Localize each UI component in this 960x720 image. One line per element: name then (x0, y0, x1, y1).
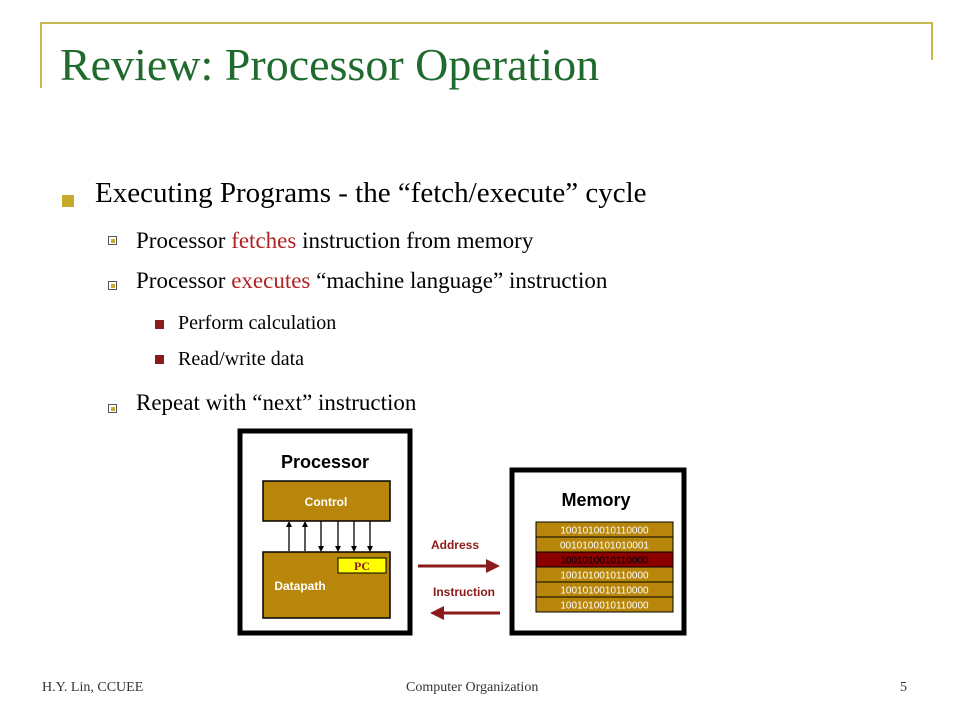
checkbox-bullet (108, 404, 117, 413)
highlight-word: fetches (231, 228, 297, 253)
address-label: Address (431, 538, 479, 552)
footer-page-number: 5 (900, 680, 907, 695)
sub-bullet-text: instruction from memory (296, 228, 534, 253)
sub-bullet-text: Processor (136, 268, 232, 293)
control-box (262, 480, 391, 522)
processor-label: Processor (281, 452, 369, 472)
slide-title: Review: Processor Operation (60, 39, 600, 90)
subsub-bullet-rw: Read/write data (178, 348, 305, 370)
bullet-square (62, 195, 74, 207)
checkbox-bullet (108, 236, 117, 245)
sub-bullet-fetch: Processor fetches instruction from memor… (136, 228, 533, 254)
datapath-label: Datapath (274, 579, 325, 593)
square-bullet (155, 320, 164, 329)
memory-word-cell (535, 596, 674, 613)
address-arrowhead (486, 559, 500, 573)
instruction-label: Instruction (433, 585, 495, 599)
memory-word-text: 1001010010110000 (560, 526, 649, 537)
highlight-word: executes (231, 268, 311, 293)
subsub-bullet-calc: Perform calculation (178, 312, 337, 334)
sub-bullet-text: Repeat with “next” instruction (136, 390, 417, 415)
sub-bullet-text: “machine language” instruction (310, 268, 608, 293)
memory-word-text: 1001010010110000 (560, 556, 649, 567)
memory-word-text: 1001010010110000 (560, 601, 649, 612)
footer-author: H.Y. Lin, CCUEE (42, 680, 144, 695)
pc-label: PC (354, 559, 370, 573)
memory-word-text: 1001010010110000 (560, 571, 649, 582)
frame-top-line (40, 22, 932, 24)
sub-bullet-text: Processor (136, 228, 232, 253)
memory-words: 1001010010110000 0010100101010001 10010100… (535, 521, 674, 613)
checkbox-bullet (108, 281, 117, 290)
footer-course: Computer Organization (406, 680, 539, 695)
square-bullet (155, 355, 164, 364)
control-label: Control (305, 495, 348, 509)
memory-word-text: 0010100101010001 (560, 541, 649, 552)
instruction-arrowhead (430, 606, 444, 620)
sub-bullet-execute: Processor executes “machine language” in… (136, 268, 607, 294)
pc-register (337, 557, 387, 574)
memory-label: Memory (561, 490, 630, 510)
sub-bullet-repeat: Repeat with “next” instruction (136, 390, 416, 416)
frame-left-line (40, 22, 42, 88)
frame-right-line (931, 22, 933, 60)
memory-word-text: 1001010010110000 (560, 586, 649, 597)
main-bullet-text: Executing Programs - the “fetch/execute”… (95, 177, 647, 209)
